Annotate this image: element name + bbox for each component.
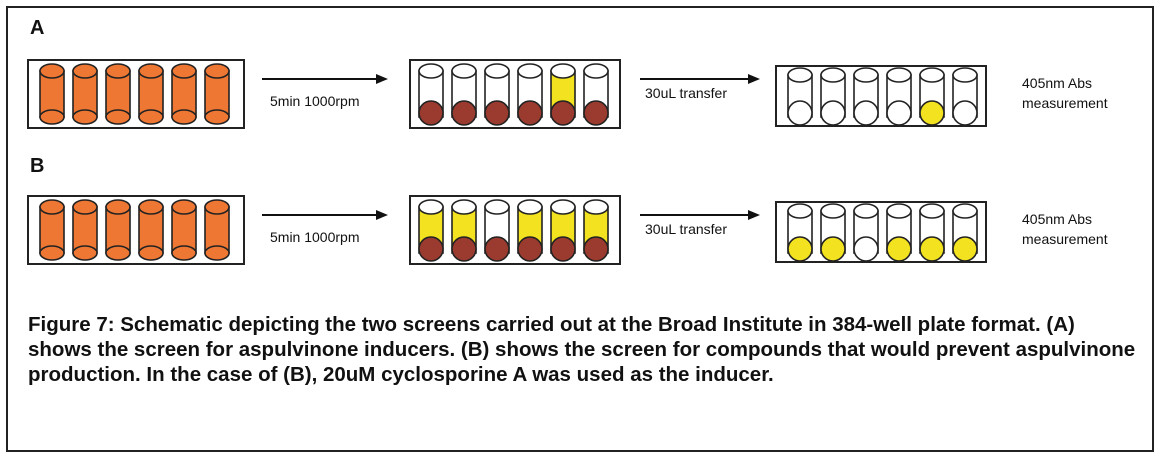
figure-caption: Figure 7: Schematic depicting the two sc… xyxy=(28,312,1140,387)
panel-a-arrow-spin-head xyxy=(376,74,388,84)
panel-b-transfer-tube-4-well-bottom xyxy=(887,237,911,261)
panel-b-transfer-tube-3-top xyxy=(854,204,878,218)
panel-a-measure-label-1: 405nm Abs xyxy=(1022,75,1092,91)
panel-b-spun-tube-2-top xyxy=(452,200,476,214)
schematic-diagram: A 5min 1000rpm 30uL transfer 405nm Abs measu… xyxy=(0,0,1164,310)
panel-b-transfer-tube-1-top xyxy=(788,204,812,218)
panel-a-spun-tube-1-pellet xyxy=(419,101,443,125)
panel-b-tube-3-join xyxy=(107,251,129,254)
panel-b-spun-tube-4-top xyxy=(518,200,542,214)
panel-b-tube-2-top xyxy=(73,200,97,214)
panel-a-transfer-tube-6-well-bottom xyxy=(953,101,977,125)
panel-a-tube-6-top xyxy=(205,64,229,78)
panel-b-measure-label-2: measurement xyxy=(1022,231,1108,247)
panel-a-spun-tube-6-pellet xyxy=(584,101,608,125)
panel-b-tube-5-join xyxy=(173,251,195,254)
panel-a-tube-5-join xyxy=(173,115,195,118)
panel-b-transfer-tube-5-top xyxy=(920,204,944,218)
panel-a-tube-4-join xyxy=(140,115,162,118)
panel-a-transfer-tube-3-well-bottom xyxy=(854,101,878,125)
panel-b-spun-tube-4-pellet xyxy=(518,237,542,261)
panel-b-transfer-tube-2-well-bottom xyxy=(821,237,845,261)
panel-b-label: B xyxy=(30,155,44,177)
panel-a-spun-tube-2-pellet xyxy=(452,101,476,125)
panel-a-transfer-tube-4-well-bottom xyxy=(887,101,911,125)
panel-a-spun-tube-1-top xyxy=(419,64,443,78)
panel-b-arrow-transfer-label: 30uL transfer xyxy=(645,221,727,237)
panel-b-tube-6-join xyxy=(206,251,228,254)
panel-b-arrow-spin-head xyxy=(376,210,388,220)
panel-a-spun-tube-5-pellet xyxy=(551,101,575,125)
panel-b-tube-2-join xyxy=(74,251,96,254)
panel-a-spun-tube-5-top xyxy=(551,64,575,78)
panel-b-spun-tube-6-top xyxy=(584,200,608,214)
panel-a-spun-tube-4-top xyxy=(518,64,542,78)
panel-a-tube-3-join xyxy=(107,115,129,118)
panel-b-transfer-tube-6-top xyxy=(953,204,977,218)
panel-a-spun-tube-4-pellet xyxy=(518,101,542,125)
panel-a-transfer-tube-1-well-bottom xyxy=(788,101,812,125)
panel-a-measure-label-2: measurement xyxy=(1022,95,1108,111)
panel-a-arrow-transfer-head xyxy=(748,74,760,84)
panel-a-spun-tube-3-pellet xyxy=(485,101,509,125)
panel-a-tube-6-join xyxy=(206,115,228,118)
panel-a-transfer-tube-6-top xyxy=(953,68,977,82)
panel-b-tube-4-join xyxy=(140,251,162,254)
panel-a-transfer-tube-4-top xyxy=(887,68,911,82)
panel-a-transfer-tube-5-well-bottom xyxy=(920,101,944,125)
panel-a-tube-1-top xyxy=(40,64,64,78)
panel-b-transfer-tube-4-top xyxy=(887,204,911,218)
panel-b-spun-tube-2-pellet xyxy=(452,237,476,261)
panel-b-tube-1-top xyxy=(40,200,64,214)
panel-b-transfer-tube-5-well-bottom xyxy=(920,237,944,261)
panel-b-tube-3-top xyxy=(106,200,130,214)
panel-b-tube-4-top xyxy=(139,200,163,214)
panel-b-spun-tube-1-top xyxy=(419,200,443,214)
panel-b-arrow-transfer-head xyxy=(748,210,760,220)
panel-a-tube-2-join xyxy=(74,115,96,118)
panel-a-spun-tube-3-top xyxy=(485,64,509,78)
panel-a-spun-tube-6-top xyxy=(584,64,608,78)
panel-b-spun-tube-3-pellet xyxy=(485,237,509,261)
panel-a-transfer-tube-1-top xyxy=(788,68,812,82)
panel-a-transfer-tube-2-well-bottom xyxy=(821,101,845,125)
panel-b-transfer-tube-6-well-bottom xyxy=(953,237,977,261)
panel-b-transfer-tube-3-well-bottom xyxy=(854,237,878,261)
panel-a-tube-5-top xyxy=(172,64,196,78)
panel-a-tube-2-top xyxy=(73,64,97,78)
panel-b-spun-tube-3-top xyxy=(485,200,509,214)
panel-b-tube-1-join xyxy=(41,251,63,254)
panel-b-transfer-tube-2-top xyxy=(821,204,845,218)
panel-a-arrow-spin-label: 5min 1000rpm xyxy=(270,93,360,109)
panel-b-arrow-spin-label: 5min 1000rpm xyxy=(270,229,360,245)
panel-b-tube-5-top xyxy=(172,200,196,214)
panel-a-arrow-transfer-label: 30uL transfer xyxy=(645,85,727,101)
panel-a-transfer-tube-2-top xyxy=(821,68,845,82)
panel-a-label: A xyxy=(30,17,44,39)
panel-b-measure-label-1: 405nm Abs xyxy=(1022,211,1092,227)
panel-a-transfer-tube-3-top xyxy=(854,68,878,82)
panel-b-spun-tube-5-top xyxy=(551,200,575,214)
panel-b-spun-tube-1-pellet xyxy=(419,237,443,261)
panel-b-spun-tube-6-pellet xyxy=(584,237,608,261)
panel-a-spun-tube-2-top xyxy=(452,64,476,78)
panel-b-tube-6-top xyxy=(205,200,229,214)
panel-a-transfer-tube-5-top xyxy=(920,68,944,82)
panel-a-tube-3-top xyxy=(106,64,130,78)
panel-a-tube-1-join xyxy=(41,115,63,118)
panel-b-spun-tube-5-pellet xyxy=(551,237,575,261)
panel-b-transfer-tube-1-well-bottom xyxy=(788,237,812,261)
panel-a-tube-4-top xyxy=(139,64,163,78)
